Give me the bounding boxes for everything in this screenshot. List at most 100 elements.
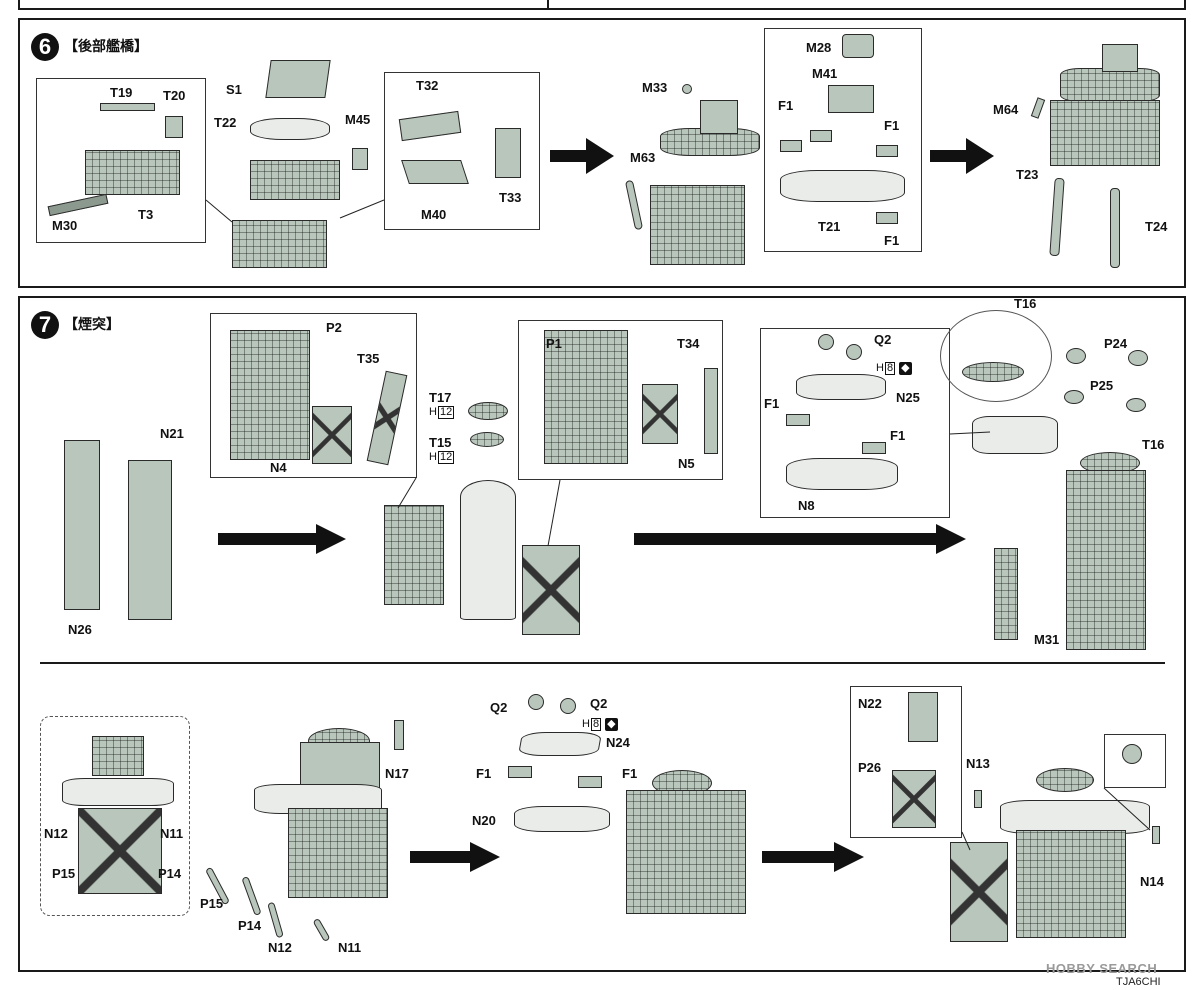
label-n5: N5 (678, 456, 695, 471)
part-middle-hull (650, 185, 745, 265)
part-t16-detail (962, 362, 1024, 382)
part-m31 (994, 548, 1018, 640)
part-t21-platform (780, 170, 905, 202)
part-t17 (468, 402, 508, 420)
part-f1-n24-left (508, 766, 532, 778)
part-t15 (470, 432, 504, 447)
part-m41 (828, 85, 874, 113)
step-7-number-badge: 7 (31, 311, 59, 339)
step-6-number-badge: 6 (31, 33, 59, 61)
part-final-grate (1036, 768, 1094, 792)
part-funnel-lower-body (288, 808, 388, 898)
label-m41: M41 (812, 66, 838, 81)
label-n11-ref: N11 (160, 826, 184, 841)
label-m28: M28 (806, 40, 832, 55)
part-n22 (908, 692, 938, 742)
step-7-arrow-4 (762, 842, 864, 872)
part-p24-right (1128, 350, 1148, 366)
label-t35: T35 (357, 351, 380, 366)
label-n20: N20 (472, 813, 496, 828)
part-t33 (495, 128, 521, 178)
part-assembly2-body (626, 790, 746, 914)
label-f1-b: F1 (884, 118, 900, 133)
detail-oval-t16 (940, 310, 1052, 402)
part-m40 (401, 160, 469, 184)
part-funnel-left-frame (384, 505, 444, 605)
reference-view-dashed-box (40, 716, 190, 916)
label-q2-top: Q2 (874, 332, 892, 347)
part-p25-right (1126, 398, 1146, 412)
part-p25-left (1064, 390, 1084, 404)
part-n25 (796, 374, 886, 400)
label-t23: T23 (1016, 167, 1039, 182)
sub-assembly-box-n22 (850, 686, 962, 838)
part-n14-detail (1122, 744, 1142, 764)
label-n13: N13 (966, 756, 990, 771)
part-q2-left (818, 334, 834, 350)
part-final-body (1016, 830, 1126, 938)
label-n14: N14 (1140, 874, 1164, 889)
label-n17: N17 (385, 766, 409, 781)
part-final-hull (1050, 100, 1160, 166)
step-6-title: 【後部艦橋】 (64, 39, 148, 55)
label-n8: N8 (798, 498, 815, 513)
part-f1-n25-right (862, 442, 886, 454)
sub-assembly-box-m40 (384, 72, 540, 230)
label-p26: P26 (858, 760, 882, 775)
step-7-arrow-2 (634, 524, 966, 554)
label-q2-a: Q2 (490, 700, 508, 715)
label-t3: T3 (138, 207, 154, 222)
label-t33: T33 (499, 190, 522, 205)
label-n11: N11 (338, 940, 362, 955)
part-final-front-frame (950, 842, 1008, 942)
part-p24-left (1066, 348, 1086, 364)
sub-assembly-box-t3 (36, 78, 206, 243)
label-t22: T22 (214, 115, 237, 130)
part-s1 (265, 60, 331, 98)
step-7-title: 【煙突】 (64, 317, 120, 333)
step-6-arrow-1 (550, 138, 614, 174)
label-t21: T21 (818, 219, 841, 234)
part-q2-right (846, 344, 862, 360)
label-n22: N22 (858, 696, 882, 711)
label-m30: M30 (52, 218, 78, 233)
part-m28 (842, 34, 874, 58)
label-n26: N26 (68, 622, 92, 637)
part-reference-legs (78, 808, 162, 894)
label-n24: N24 (606, 735, 630, 750)
label-p24: P24 (1104, 336, 1128, 351)
label-f1-n24-b: F1 (622, 766, 638, 781)
label-p14: P14 (238, 918, 262, 933)
part-t3-hull (85, 150, 180, 195)
part-f1-n24-right (578, 776, 602, 788)
watermark: HOBBY SEARCH (1046, 961, 1158, 976)
label-n25: N25 (896, 390, 920, 405)
part-p2 (230, 330, 310, 460)
part-q2-b (560, 698, 576, 714)
label-t15: T15 (429, 435, 452, 450)
sub-assembly-box-p1 (518, 320, 723, 480)
part-funnel-top-grate (1080, 452, 1140, 474)
label-t32: T32 (416, 78, 439, 93)
previous-step-divider (547, 0, 549, 10)
part-funnel-platform (972, 416, 1058, 454)
label-m31: M31 (1034, 632, 1060, 647)
label-p25: P25 (1090, 378, 1114, 393)
part-m33 (682, 84, 692, 94)
part-center-hull (250, 160, 340, 200)
label-t24: T24 (1145, 219, 1168, 234)
part-final-platform (1000, 800, 1150, 834)
part-n17 (394, 720, 404, 750)
label-p15-ref: P15 (52, 866, 76, 881)
label-f1-n25-b: F1 (890, 428, 906, 443)
label-m63: M63 (630, 150, 656, 165)
part-m45 (352, 148, 368, 170)
part-f1-left (780, 140, 802, 152)
label-t19: T19 (110, 85, 133, 100)
part-f1-mid (810, 130, 832, 142)
part-n24 (517, 732, 603, 756)
part-t20 (165, 116, 183, 138)
